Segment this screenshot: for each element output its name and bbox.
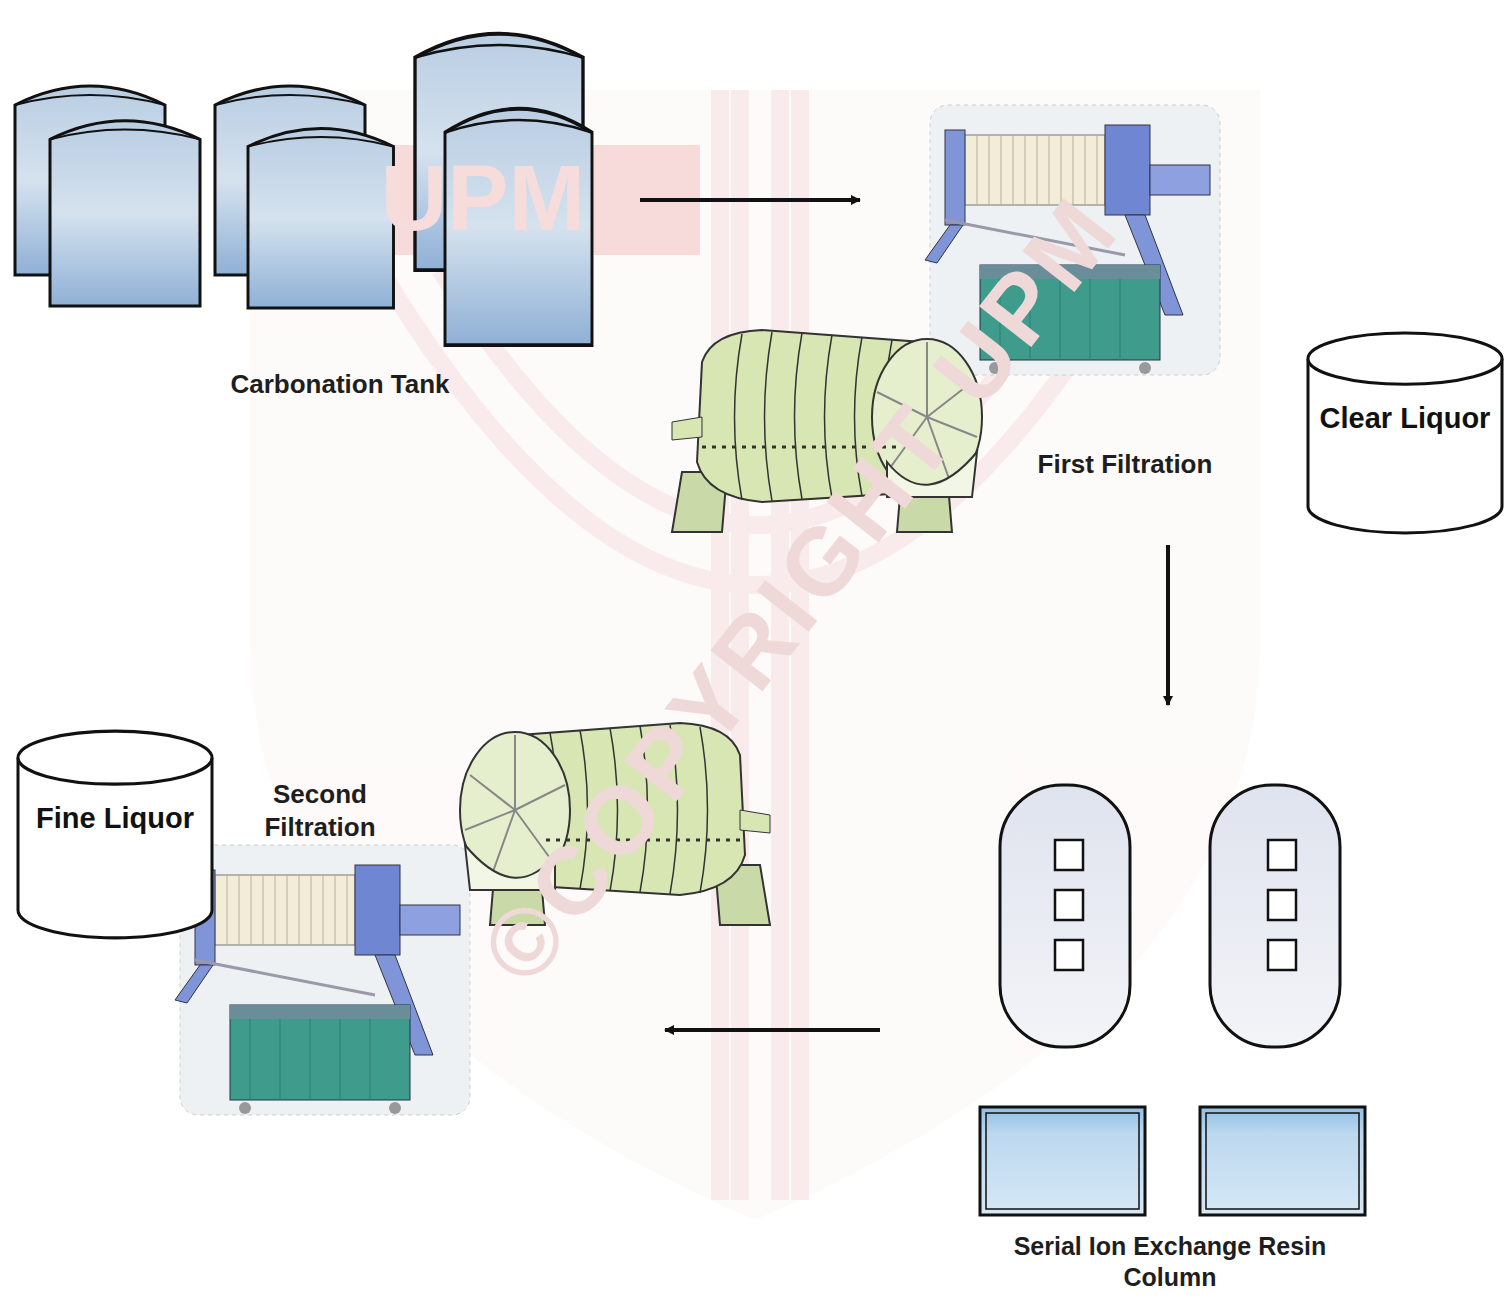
tank-label: Clear Liquor	[1315, 400, 1495, 436]
liquor-tank: Fine Liquor	[15, 728, 215, 940]
process-stage: Carbonation Tank	[10, 20, 640, 405]
flow-arrow	[1166, 545, 1170, 705]
process-stage: Serial Ion Exchange Resin Column	[880, 705, 1375, 1297]
flow-arrow	[665, 1028, 880, 1032]
tank-label: Fine Liquor	[21, 800, 209, 836]
flow-arrow	[640, 198, 860, 202]
liquor-tank: Clear Liquor	[1305, 330, 1505, 535]
process-stage: Second Filtration	[180, 760, 665, 1190]
process-stage: First Filtration	[860, 100, 1260, 545]
stage-label: Serial Ion Exchange Resin Column	[975, 1231, 1365, 1294]
stage-label: First Filtration	[1010, 448, 1240, 481]
stage-label: Carbonation Tank	[210, 368, 470, 401]
stage-label: Second Filtration	[250, 778, 390, 843]
copyright-watermark: ©COPYRIGHT UPM	[460, 227, 1101, 1004]
logo-watermark: UPM	[268, 146, 698, 251]
